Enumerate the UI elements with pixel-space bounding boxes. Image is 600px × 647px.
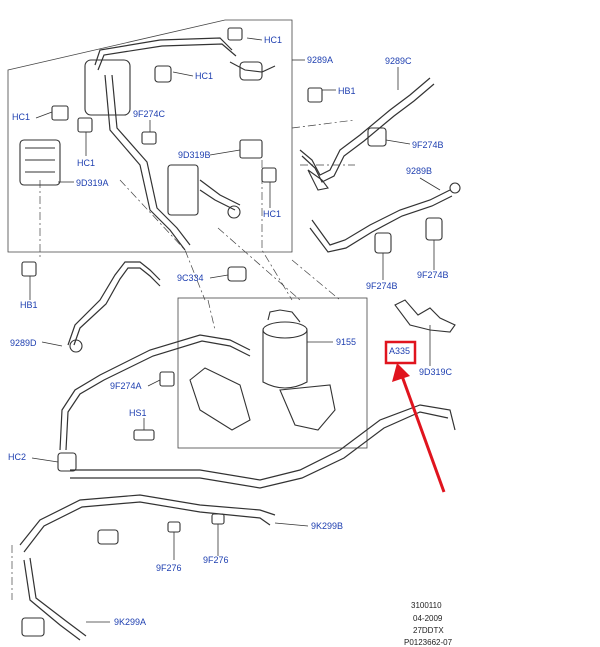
label-hc1: HC1 xyxy=(263,209,281,219)
label-9d319c: 9D319C xyxy=(419,367,453,377)
fuel-filter-9155 xyxy=(189,309,336,431)
highlight-annotation xyxy=(384,340,446,493)
clip-9c334 xyxy=(227,266,247,282)
clip-hc1-left xyxy=(51,105,69,121)
highlight-box xyxy=(384,340,417,365)
label-hc1: HC1 xyxy=(77,158,95,168)
label-9f274b: 9F274B xyxy=(366,281,398,291)
clip-9f274b-right xyxy=(425,217,443,241)
middle-parts xyxy=(21,261,251,472)
label-9f274c: 9F274C xyxy=(133,109,166,119)
label-hb1: HB1 xyxy=(338,86,356,96)
label-9289c: 9289C xyxy=(385,56,412,66)
bracket-small xyxy=(239,139,263,159)
clip-hc1-lower xyxy=(261,167,277,183)
highlight-arrow-head xyxy=(392,363,410,382)
label-9f276: 9F276 xyxy=(156,563,182,573)
reference-line-4: P0123662-07 xyxy=(404,638,453,647)
clip-hc1-mid xyxy=(77,117,93,133)
clip-9f274c xyxy=(141,131,157,145)
clip-hc1-top xyxy=(227,27,243,41)
bracket-9d319b xyxy=(167,164,199,216)
label-9289a: 9289A xyxy=(307,55,333,65)
clip-upper xyxy=(154,65,172,83)
leader-lines xyxy=(29,37,441,623)
label-9d319b: 9D319B xyxy=(178,150,211,160)
clip-9f276-right xyxy=(211,513,225,525)
label-9k299a: 9K299A xyxy=(114,617,146,627)
clip-hb1-upper xyxy=(307,87,323,103)
reference-line-3: 27DDTX xyxy=(413,626,444,635)
reference-line-1: 3100110 xyxy=(411,601,442,610)
bracket-upper-left xyxy=(84,59,131,116)
right-pipes xyxy=(299,77,461,254)
label-9f274a: 9F274A xyxy=(110,381,142,391)
upper-assembly-box xyxy=(7,19,293,253)
label-9289d: 9289D xyxy=(10,338,37,348)
reference-line-2: 04-2009 xyxy=(413,614,443,623)
label-hc1: HC1 xyxy=(264,35,282,45)
clip-9f274b-upper xyxy=(367,127,387,147)
clip-hb1-lower xyxy=(21,261,37,277)
part-labels: HC1 HC1 9289A 9289C HB1 HC1 9F274C 9F274… xyxy=(8,35,453,627)
clip-9f274b-mid xyxy=(374,232,392,254)
filter-assembly-box xyxy=(177,297,368,449)
label-hs1: HS1 xyxy=(129,408,147,418)
label-9f274b: 9F274B xyxy=(412,140,444,150)
label-9c334: 9C334 xyxy=(177,273,204,283)
label-a335[interactable]: A335 xyxy=(389,346,410,356)
group-boxes xyxy=(7,19,368,449)
label-hc1: HC1 xyxy=(12,112,30,122)
label-9d319a: 9D319A xyxy=(76,178,109,188)
label-hc2: HC2 xyxy=(8,452,26,462)
connector-bottom-corner xyxy=(21,617,45,637)
label-9f274b: 9F274B xyxy=(417,270,449,280)
connector-bottom-left xyxy=(97,529,119,545)
label-9289b: 9289B xyxy=(406,166,432,176)
label-9f276: 9F276 xyxy=(203,555,229,565)
clip-9f276-left xyxy=(167,521,181,533)
bolt-hs1 xyxy=(133,429,155,441)
clip-9f274a xyxy=(159,371,175,387)
upper-assembly-parts xyxy=(19,27,277,251)
label-9k299b: 9K299B xyxy=(311,521,343,531)
bracket-9d319a xyxy=(19,139,61,186)
reference-lines xyxy=(11,119,356,600)
label-hb1: HB1 xyxy=(20,300,38,310)
label-hc1: HC1 xyxy=(195,71,213,81)
highlight-arrow-shaft xyxy=(400,375,446,493)
label-9155: 9155 xyxy=(336,337,356,347)
connector-upper-right xyxy=(239,61,263,81)
reference-block: 3100110 04-2009 27DDTX P0123662-07 xyxy=(404,601,453,647)
clip-hc2 xyxy=(57,452,77,472)
